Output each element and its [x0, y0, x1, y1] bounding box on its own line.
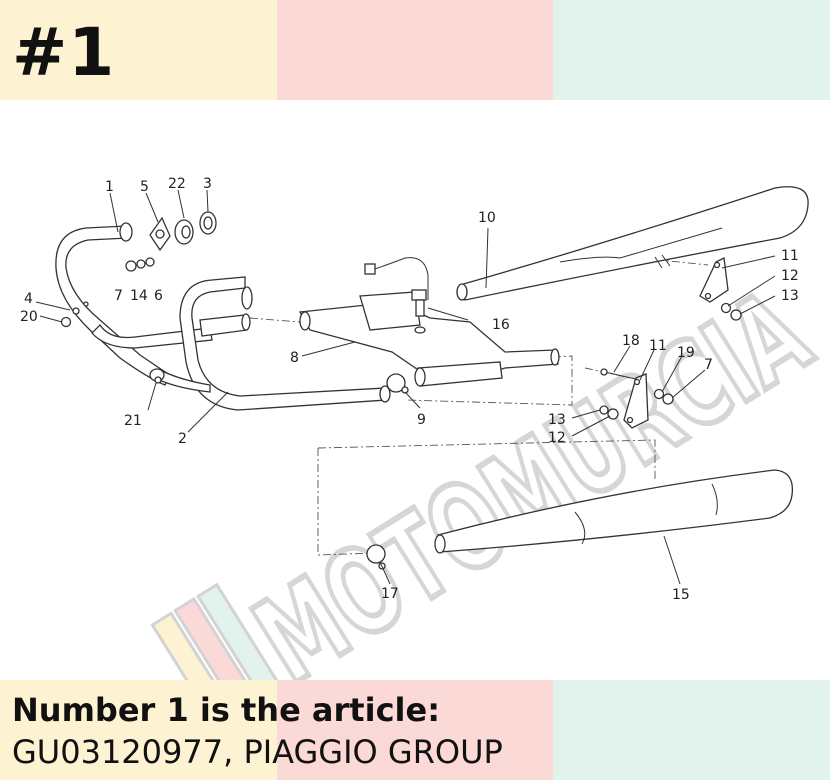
- clamp-9: [386, 373, 409, 394]
- callout-3: 3: [203, 176, 212, 192]
- callout-17: 17: [381, 586, 399, 602]
- header-pipe-2: [154, 276, 391, 411]
- callout-labels: 1 5 22 3 4 20 7 14 6 21 2 8 9 10 16 11 1…: [20, 176, 799, 603]
- callout-5: 5: [140, 179, 149, 195]
- callout-11-lower: 11: [649, 338, 667, 354]
- header-band-yellow: [0, 0, 277, 100]
- muffler-15: [434, 469, 794, 554]
- ring-3: [199, 211, 217, 235]
- callout-15: 15: [672, 587, 690, 603]
- bracket-11-upper: [699, 257, 742, 321]
- callout-12-upper: 12: [781, 268, 799, 284]
- footer-band-pink: [277, 680, 553, 780]
- article-code: GU03120977, PIAGGIO GROUP: [12, 733, 503, 771]
- callout-8: 8: [290, 350, 299, 366]
- nut-washer-group: [60, 257, 155, 328]
- callout-16: 16: [492, 317, 510, 333]
- page-title: #1: [12, 14, 116, 91]
- flange-5: [149, 216, 171, 252]
- footer-band-mint: [553, 680, 830, 780]
- callout-22: 22: [168, 176, 186, 192]
- callout-13-lower: 13: [548, 412, 566, 428]
- callout-10: 10: [478, 210, 496, 226]
- bracket-11-lower: [599, 368, 674, 429]
- leader-lines: [35, 189, 776, 585]
- callout-4: 4: [24, 291, 33, 307]
- lambda-sensor-16: [364, 257, 429, 334]
- watermark: MOTOMURCIA: [150, 261, 830, 680]
- header-band-pink: [277, 0, 553, 100]
- callout-14: 14: [130, 288, 148, 304]
- article-intro: Number 1 is the article:: [12, 691, 440, 729]
- callout-20: 20: [20, 309, 38, 325]
- callout-7-lower: 7: [704, 357, 713, 373]
- header-band-mint: [553, 0, 830, 100]
- muffler-10: [456, 186, 809, 301]
- callout-11-upper: 11: [781, 248, 799, 264]
- callout-21: 21: [124, 413, 142, 429]
- clamp-21: [149, 368, 165, 384]
- callout-7: 7: [114, 288, 123, 304]
- callout-18: 18: [622, 333, 640, 349]
- exhaust-diagram: MOTOMURCIA: [20, 176, 830, 680]
- callout-2: 2: [178, 431, 187, 447]
- callout-19: 19: [677, 345, 695, 361]
- callout-12-lower: 12: [548, 430, 566, 446]
- callout-1: 1: [105, 179, 114, 195]
- footer-band-yellow: [0, 680, 277, 780]
- callout-9: 9: [417, 412, 426, 428]
- callout-13-upper: 13: [781, 288, 799, 304]
- gasket-22: [174, 219, 194, 245]
- collector-8: [298, 291, 560, 387]
- callout-6: 6: [154, 288, 163, 304]
